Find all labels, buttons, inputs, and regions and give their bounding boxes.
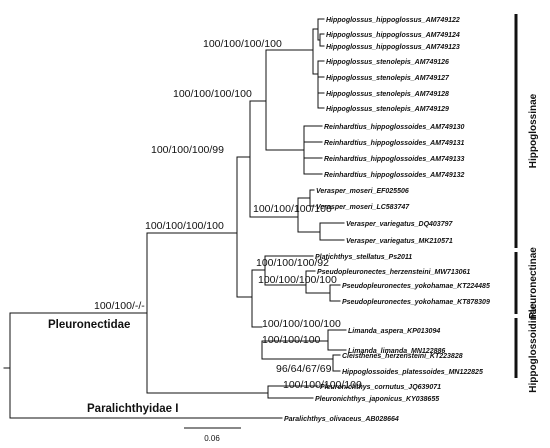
tip-label: Pseudopleuronectes_yokohamae_KT224485 [342, 283, 490, 290]
tip-label: Verasper_variegatus_MK210571 [346, 238, 453, 245]
tip-label: Pseudopleuronectes_yokohamae_KT878309 [342, 299, 490, 306]
tip-label: Verasper_moseri_LC583747 [316, 204, 410, 211]
tip-label: Verasper_variegatus_DQ403797 [346, 221, 453, 228]
subfamily-label-pleuronectinae: Pleuronectinae [528, 247, 539, 319]
tip-label: Hippoglossus_hippoglossus_AM749122 [326, 17, 460, 24]
tip-label: Pleuronichthys_cornutus_JQ639071 [320, 384, 441, 391]
tip-label: Reinhardtius_hippoglossoides_AM749132 [324, 172, 465, 179]
tip-label: Hippoglossus_stenolepis_AM749129 [326, 106, 449, 113]
tip-label: Hippoglossus_stenolepis_AM749126 [326, 59, 449, 66]
family-label-paralichthyidae: Paralichthyidae I [87, 403, 178, 415]
support-value: 100/100/100 [262, 334, 321, 346]
tip-label: Pleuronichthys_japonicus_KY038655 [315, 396, 439, 403]
tip-label: Hippoglossus_stenolepis_AM749127 [326, 75, 450, 82]
support-value: 100/100/100/100 [253, 203, 332, 215]
tip-label: Paralichthys_olivaceus_AB028664 [284, 416, 399, 423]
tip-label: Reinhardtius_hippoglossoides_AM749133 [324, 156, 465, 163]
family-label-pleuronectidae: Pleuronectidae [48, 319, 130, 331]
tip-label: Reinhardtius_hippoglossoides_AM749130 [324, 124, 465, 131]
tip-label: Verasper_moseri_EF025506 [316, 188, 409, 195]
support-value: 100/100/100/99 [151, 144, 224, 156]
support-value: 100/100/-/- [94, 300, 145, 312]
tip-label: Limanda_limanda_MN122886 [348, 348, 445, 355]
subfamily-label-hippoglossinae: Hippoglossinae [528, 93, 539, 168]
tip-label: Hippoglossus_hippoglossus_AM749124 [326, 32, 460, 39]
tip-label: Pseudopleuronectes_herzensteini_MW713061 [317, 269, 470, 276]
tip-label: Hippoglossus_stenolepis_AM749128 [326, 91, 449, 98]
scale-bar-label: 0.06 [204, 434, 220, 443]
support-value: 100/100/100/100 [173, 88, 252, 100]
support-value: 100/100/100/100 [145, 220, 224, 232]
tip-label: Platichthys_stellatus_Ps2011 [315, 254, 412, 261]
support-value: 100/100/100/100 [203, 38, 282, 50]
tip-label: Hippoglossus_hippoglossus_AM749123 [326, 44, 460, 51]
support-value: 96/64/67/69 [276, 363, 332, 375]
support-value: 100/100/100/100 [283, 379, 362, 391]
support-value: 100/100/100/100 [258, 274, 337, 286]
tip-label: Reinhardtius_hippoglossoides_AM749131 [324, 140, 465, 147]
tip-label: Cleisthenes_herzensteini_KT223828 [342, 353, 463, 360]
support-value: 100/100/100/100 [262, 318, 341, 330]
tip-label: Limanda_aspera_KP013094 [348, 328, 440, 335]
subfamily-label-hippoglossoidinae: Hippoglossoidinae [528, 303, 539, 393]
support-value: 100/100/100/92 [256, 257, 329, 269]
tip-label: Hippoglossoides_platessoides_MN122825 [342, 369, 483, 376]
